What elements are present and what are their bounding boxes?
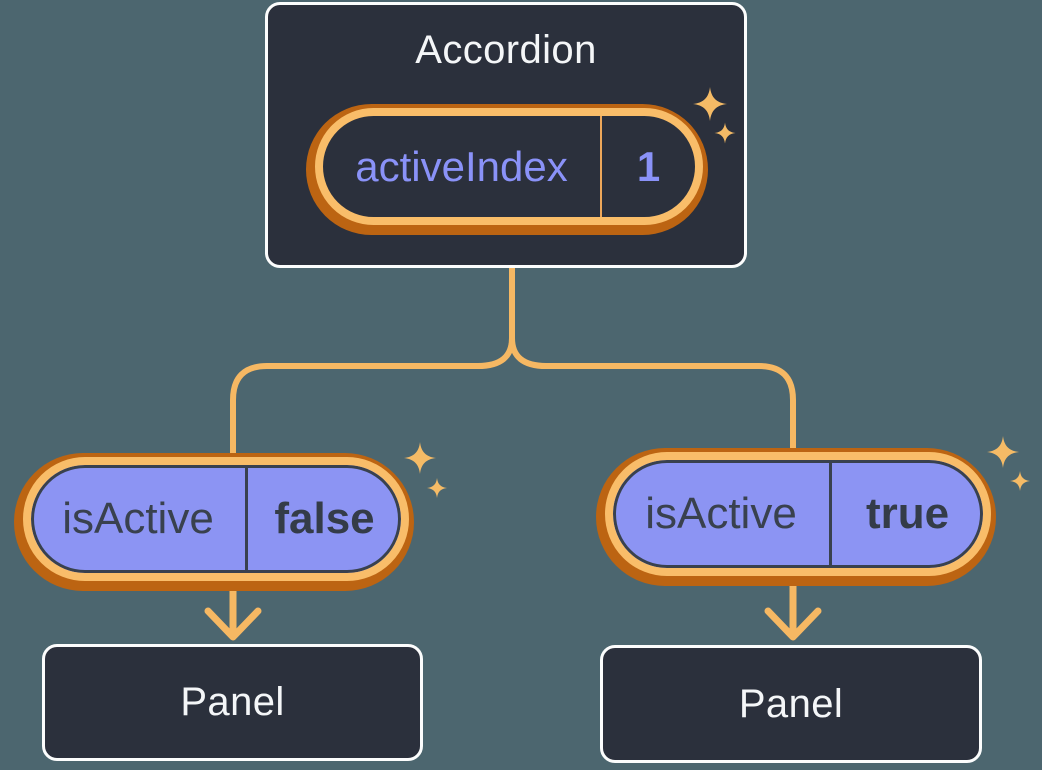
sparkle-icon — [404, 442, 436, 474]
pill-divider — [829, 460, 832, 568]
state-name-label: activeIndex — [355, 142, 568, 190]
prop-name-label: isActive — [645, 489, 797, 538]
sparkle-icon-small — [1010, 471, 1030, 491]
state-value-label: 1 — [636, 142, 661, 190]
accordion-title: Accordion — [415, 28, 597, 72]
tree-branch-right-connector — [509, 268, 796, 450]
state-pill-activeindex: activeIndex 1 — [315, 108, 703, 225]
panel-title: Panel — [180, 680, 285, 724]
arrow-right-head — [764, 607, 822, 641]
arrow-left-head — [204, 607, 262, 641]
panel-component-box-left: Panel — [42, 644, 423, 761]
prop-pill-isactive-false: isActive false — [23, 457, 409, 581]
pill-divider — [245, 465, 248, 573]
tree-branch-left-connector — [230, 268, 515, 455]
prop-name-label: isActive — [62, 494, 214, 543]
prop-value-label: true — [865, 489, 950, 538]
panel-title: Panel — [738, 681, 844, 726]
panel-component-box-right: Panel — [600, 645, 982, 763]
sparkle-icon-small — [427, 478, 447, 498]
prop-pill-isactive-true: isActive true — [605, 452, 991, 576]
pill-divider — [600, 116, 602, 217]
sparkle-icon — [987, 436, 1019, 468]
prop-value-label: false — [274, 494, 375, 543]
